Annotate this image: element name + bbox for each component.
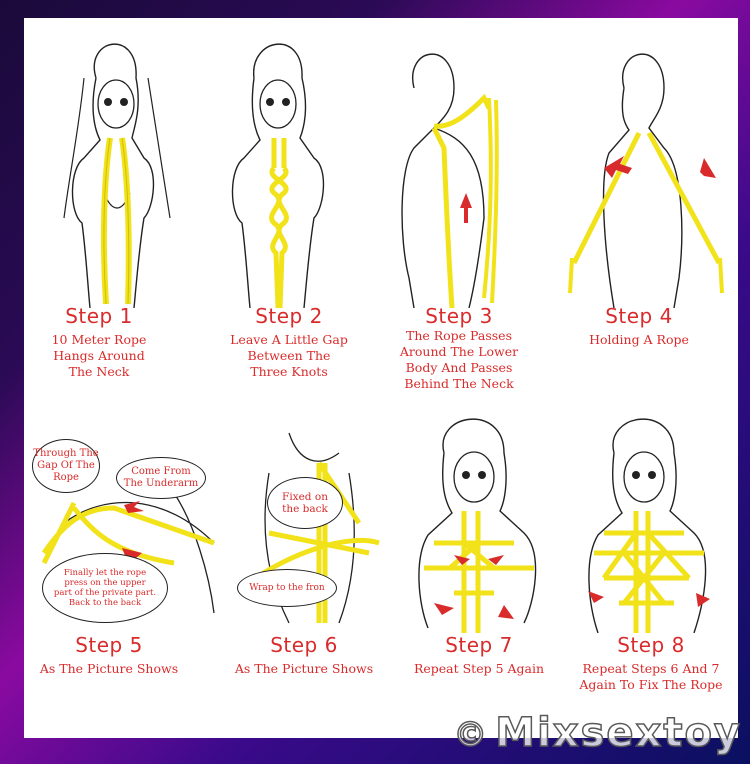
bubble-underarm: Come From The Underarm	[116, 457, 206, 499]
bubble-fixed-back: Fixed on the back	[267, 477, 343, 529]
bubble-through-gap: Through The Gap Of The Rope	[32, 439, 100, 493]
step-8-illustration	[588, 418, 710, 633]
step-1-description: 10 Meter Rope Hangs Around The Neck	[51, 332, 147, 379]
watermark-logo: ©Mixsextoy	[453, 709, 742, 757]
step-6: Fixed on the back Wrap to the fron Step …	[229, 413, 394, 713]
step-2: Step 2 Leave A Little Gap Between The Th…	[204, 18, 384, 388]
step-5: Through The Gap Of The Rope Come From Th…	[24, 413, 219, 713]
step-3-title: Step 3	[425, 304, 493, 328]
step-7-description: Repeat Step 5 Again	[413, 661, 545, 676]
step-4: Step 4 Holding A Rope	[554, 18, 738, 388]
step-6-title: Step 6	[270, 633, 338, 657]
step-7-title: Step 7	[445, 633, 513, 657]
step-2-description: Leave A Little Gap Between The Three Kno…	[230, 332, 348, 379]
step-5-illustration	[41, 492, 215, 614]
step-4-description: Holding A Rope	[589, 332, 689, 347]
step-5-description: As The Picture Shows	[39, 661, 179, 676]
bubble-private-part: Finally let the rope press on the upper …	[42, 553, 168, 623]
step-2-title: Step 2	[255, 304, 323, 328]
step-8-title: Step 8	[617, 633, 685, 657]
step-1: Step 1 10 Meter Rope Hangs Around The Ne…	[24, 18, 204, 388]
step-5-title: Step 5	[75, 633, 143, 657]
bubble-wrap-front: Wrap to the fron	[237, 569, 337, 607]
step-4-title: Step 4	[605, 304, 673, 328]
step-2-illustration	[231, 43, 325, 308]
copyright-symbol: ©	[453, 714, 490, 756]
step-3: Step 3 The Rope Passes Around The Lower …	[374, 18, 554, 391]
step-3-description: The Rope Passes Around The Lower Body An…	[399, 328, 519, 391]
step-3-illustration	[401, 53, 499, 308]
watermark-text: Mixsextoy	[495, 709, 742, 757]
step-8: Step 8 Repeat Steps 6 And 7 Again To Fix…	[564, 393, 738, 713]
instruction-panel: Step 1 10 Meter Rope Hangs Around The Ne…	[24, 18, 738, 738]
step-8-description: Repeat Steps 6 And 7 Again To Fix The Ro…	[579, 661, 723, 692]
step-6-description: As The Picture Shows	[234, 661, 374, 676]
step-4-illustration	[568, 53, 724, 308]
step-1-illustration	[63, 43, 171, 308]
step-7-illustration	[418, 418, 537, 633]
step-1-title: Step 1	[65, 304, 133, 328]
step-7: Step 7 Repeat Step 5 Again	[394, 393, 564, 713]
